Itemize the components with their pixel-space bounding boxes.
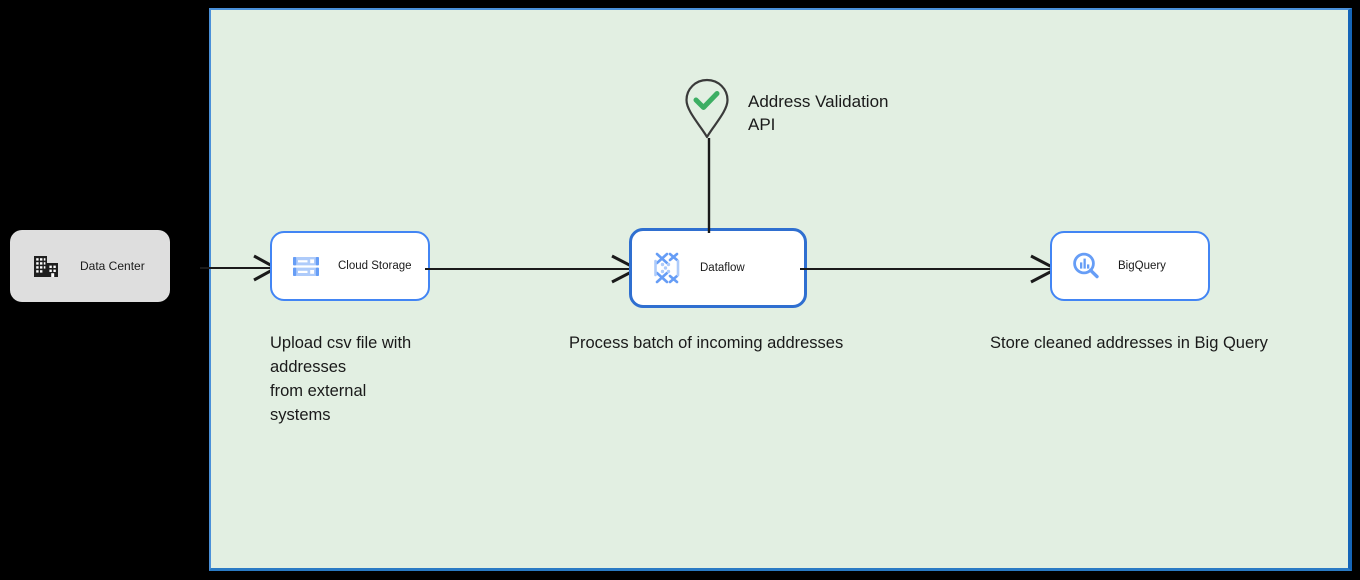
caption-upload-line3: from external [270,382,367,400]
node-data-center[interactable]: Data Center [10,230,170,302]
api-label-line2: API [748,115,776,134]
address-validation-api-label: Address Validation API [748,90,938,136]
cloud-storage-icon [290,250,322,282]
bigquery-label: BigQuery [1118,260,1166,272]
node-bigquery[interactable]: BigQuery [1050,231,1210,301]
node-cloud-storage[interactable]: Cloud Storage [270,231,430,301]
dataflow-icon [650,250,684,286]
cloud-storage-label: Cloud Storage [338,260,412,272]
node-dataflow[interactable]: Dataflow [629,228,807,308]
caption-process-batch: Process batch of incoming addresses [569,334,844,352]
building-icon [32,251,62,281]
bigquery-icon [1070,250,1102,282]
dataflow-label: Dataflow [700,262,745,274]
caption-upload-csv: Upload csv file with addresses from exte… [270,331,485,427]
caption-upload-line1: Upload csv file with [270,334,412,352]
caption-store-cleaned: Store cleaned addresses in Big Query [990,334,1268,352]
api-label-line1: Address Validation [748,92,889,111]
map-pin-check-icon[interactable] [684,78,730,140]
data-center-label: Data Center [80,259,145,273]
caption-upload-line2: addresses [270,358,347,376]
caption-upload-line4: systems [270,406,331,424]
